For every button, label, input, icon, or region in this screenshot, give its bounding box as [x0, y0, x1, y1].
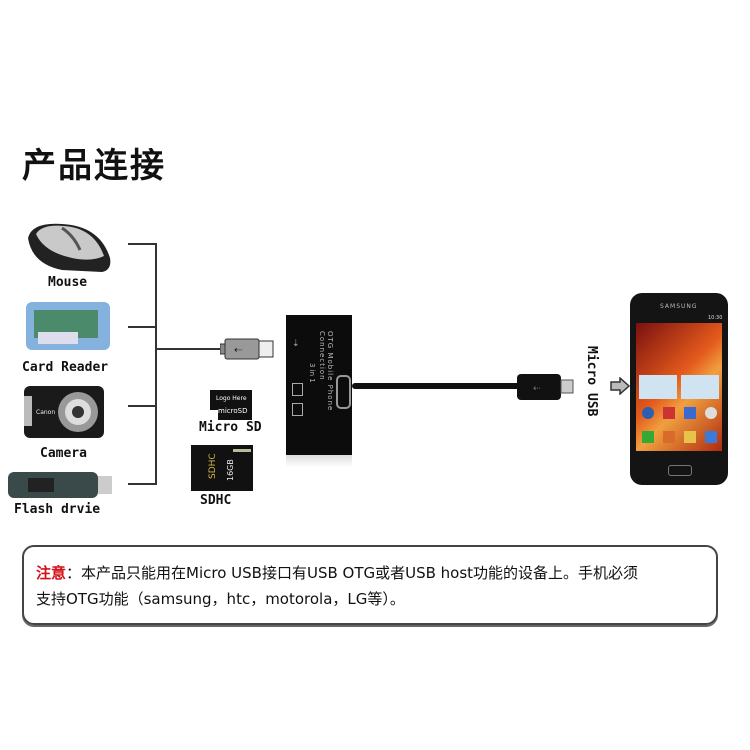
sdhc-card-icon: SDHC 16GB [191, 445, 253, 491]
micro-sd-label: Micro SD [199, 420, 262, 435]
micro-usb-port-icon [336, 375, 351, 409]
notice-prefix: 注意 [36, 564, 67, 582]
connector-line-card-reader [128, 326, 156, 328]
notice-line-2: 支持OTG功能（samsung，htc，motorola，LG等）。 [36, 590, 405, 608]
svg-text:Canon: Canon [36, 409, 55, 416]
notice-box [22, 545, 718, 625]
phone-screen [636, 323, 722, 451]
connector-line-flash-drive [128, 483, 156, 485]
notice-line-1: 注意：本产品只能用在Micro USB接口有USB OTG或者USB host功… [36, 564, 639, 582]
app-icon [663, 407, 675, 419]
phone-app-icon [642, 431, 654, 443]
device-label-card-reader: Card Reader [22, 360, 109, 375]
connector-line-camera [128, 405, 156, 407]
smartphone: SAMSUNG 10:30 [630, 293, 728, 485]
camera-icon: Canon [24, 386, 104, 438]
svg-text:⇠: ⇠ [234, 345, 243, 356]
micro-sd-card-icon: Logo Here microSD [210, 390, 252, 420]
widget-card-right [681, 375, 719, 399]
app-icon [684, 407, 696, 419]
flash-drive-icon [8, 472, 112, 498]
contacts-app-icon [663, 431, 675, 443]
otg-hub: OTG Mobile Phone Connection 3 in 1 ⇣ [286, 315, 352, 455]
svg-text:Logo Here: Logo Here [216, 395, 247, 402]
card-reader-icon [26, 302, 110, 350]
phone-brand: SAMSUNG [660, 303, 698, 310]
svg-text:microSD: microSD [218, 407, 247, 415]
arrow-right-icon [610, 377, 630, 395]
usb-port-icon: ⇣ [292, 339, 300, 349]
device-label-camera: Camera [40, 446, 87, 461]
device-label-flash-drive: Flash drvie [14, 502, 101, 517]
usb-cable [352, 383, 522, 389]
phone-time: 10:30 [708, 315, 723, 321]
notice-text: 注意：本产品只能用在Micro USB接口有USB OTG或者USB host功… [36, 560, 716, 612]
usb-plug-icon: ⇠ [220, 338, 274, 360]
app-icon [642, 407, 654, 419]
hub-reflection [286, 455, 352, 467]
hub-sublabel: 3 in 1 [308, 363, 316, 383]
sd-slot-icon [292, 383, 303, 396]
micro-usb-plug-icon: ⇠ [517, 374, 574, 400]
section-title: 产品连接 [22, 146, 166, 186]
connector-line-mouse [128, 243, 156, 245]
svg-text:SDHC: SDHC [208, 453, 218, 479]
svg-text:⇠: ⇠ [533, 384, 541, 394]
microsd-slot-icon [292, 403, 303, 416]
apps-app-icon [705, 431, 717, 443]
mouse-icon [28, 223, 111, 272]
micro-usb-label: Micro USB [584, 346, 599, 417]
widget-card-left [639, 375, 677, 399]
messages-app-icon [684, 431, 696, 443]
sdhc-label: SDHC [200, 493, 232, 508]
svg-text:16GB: 16GB [226, 459, 235, 481]
device-label-mouse: Mouse [48, 275, 88, 290]
connector-line-usb [155, 348, 223, 350]
app-icon [705, 407, 717, 419]
hub-label: OTG Mobile Phone Connection [318, 331, 334, 412]
bracket-vertical-line [155, 243, 157, 485]
home-button [668, 465, 692, 476]
